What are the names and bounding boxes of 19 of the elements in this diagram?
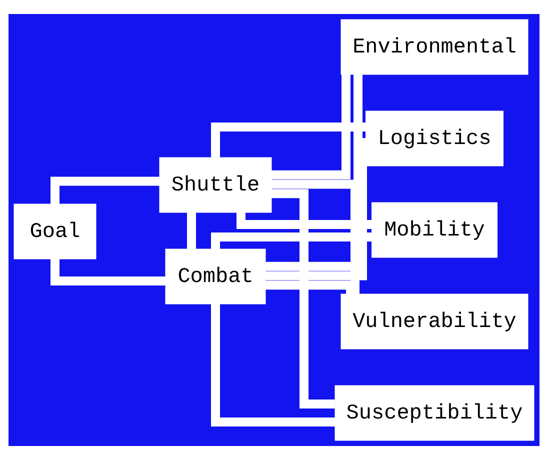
node-box: Logistics — [366, 110, 504, 166]
node-box: Environmental — [340, 18, 528, 74]
connector — [50, 176, 160, 204]
node-box: Vulnerability — [340, 293, 528, 349]
node-box: Susceptibility — [334, 384, 534, 440]
connector — [211, 232, 372, 249]
connector — [211, 303, 336, 426]
node-box: Mobility — [372, 202, 498, 258]
connector — [271, 74, 350, 179]
node-box: Combat — [165, 248, 266, 304]
connector — [265, 138, 368, 280]
connector — [236, 212, 372, 228]
connector — [271, 188, 335, 408]
connector — [187, 212, 196, 249]
connector — [50, 258, 166, 285]
node-box: Shuttle — [159, 156, 272, 212]
node-box: Goal — [14, 203, 96, 259]
connector — [271, 179, 360, 294]
connector — [265, 74, 362, 270]
